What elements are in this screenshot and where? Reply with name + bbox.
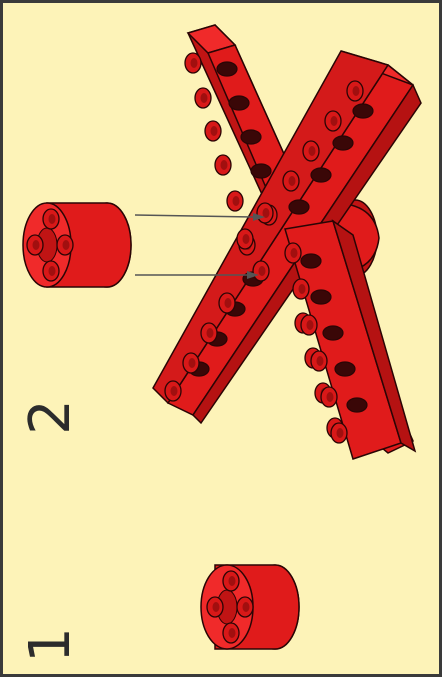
step-number-1: 1 [19, 615, 83, 675]
round-brick-2x2-icon-step1 [201, 565, 299, 649]
assembly-illustration [3, 3, 442, 680]
step-number-2: 2 [19, 387, 83, 447]
round-brick-2x2-icon [23, 203, 131, 287]
technic-beam-vertical [285, 221, 415, 459]
